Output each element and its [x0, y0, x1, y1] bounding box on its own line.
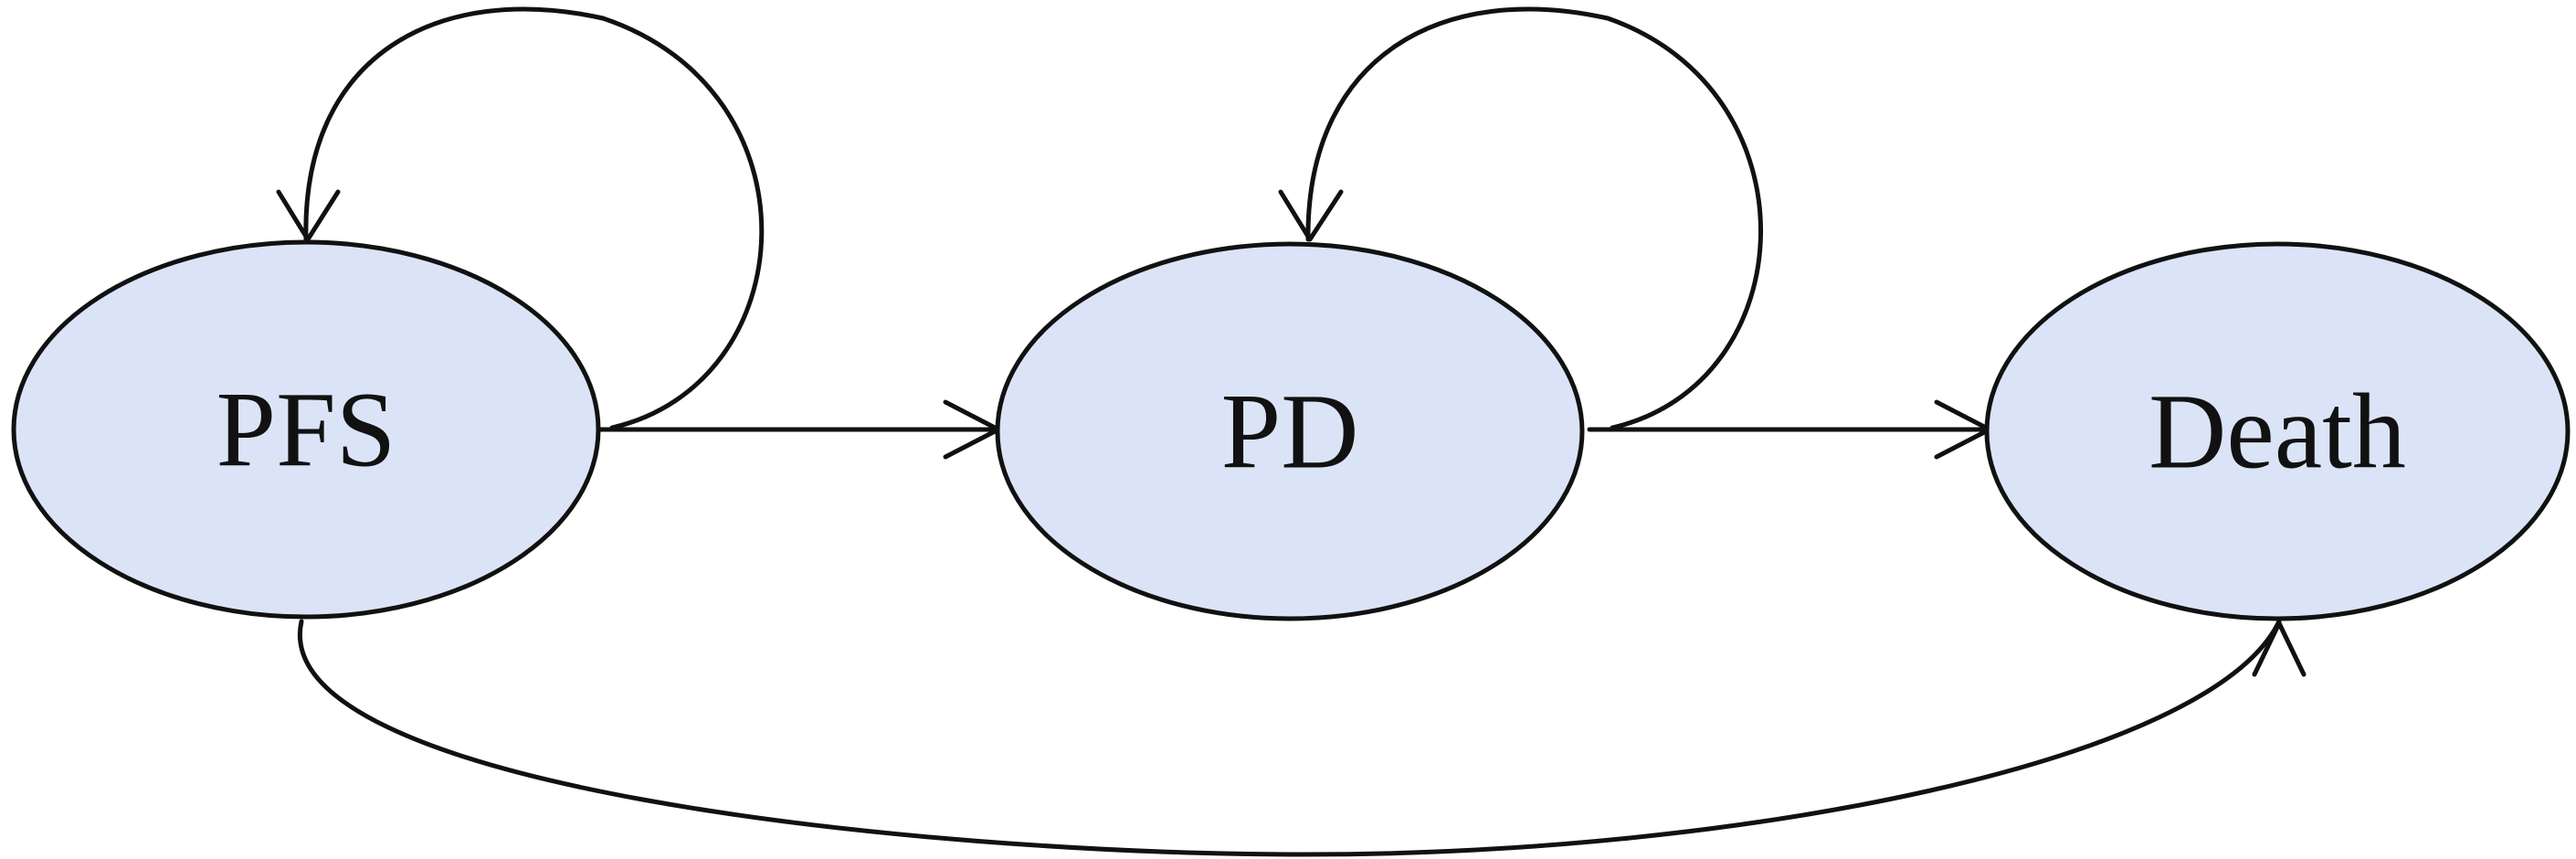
- arrowhead-pfs-to-death: [2252, 620, 2307, 677]
- transition-pfs-to-death: [297, 619, 2282, 857]
- state-node-pfs: PFS: [11, 239, 601, 620]
- arrowhead-pd-self-loop: [1278, 189, 1344, 242]
- arrowhead-pfs-self-loop: [276, 189, 341, 242]
- transition-pd-self-loop: [1305, 6, 1763, 430]
- state-label-pd: PD: [1221, 372, 1359, 492]
- state-node-death: Death: [1984, 241, 2571, 621]
- state-node-pd: PD: [995, 241, 1585, 621]
- state-label-pfs: PFS: [216, 370, 396, 490]
- state-label-death: Death: [2148, 372, 2406, 492]
- state-node-pfs-shape: [11, 239, 601, 620]
- transition-pfs-self-loop: [303, 6, 765, 430]
- state-node-death-shape: [1984, 241, 2571, 621]
- state-node-pd-shape: [995, 241, 1585, 621]
